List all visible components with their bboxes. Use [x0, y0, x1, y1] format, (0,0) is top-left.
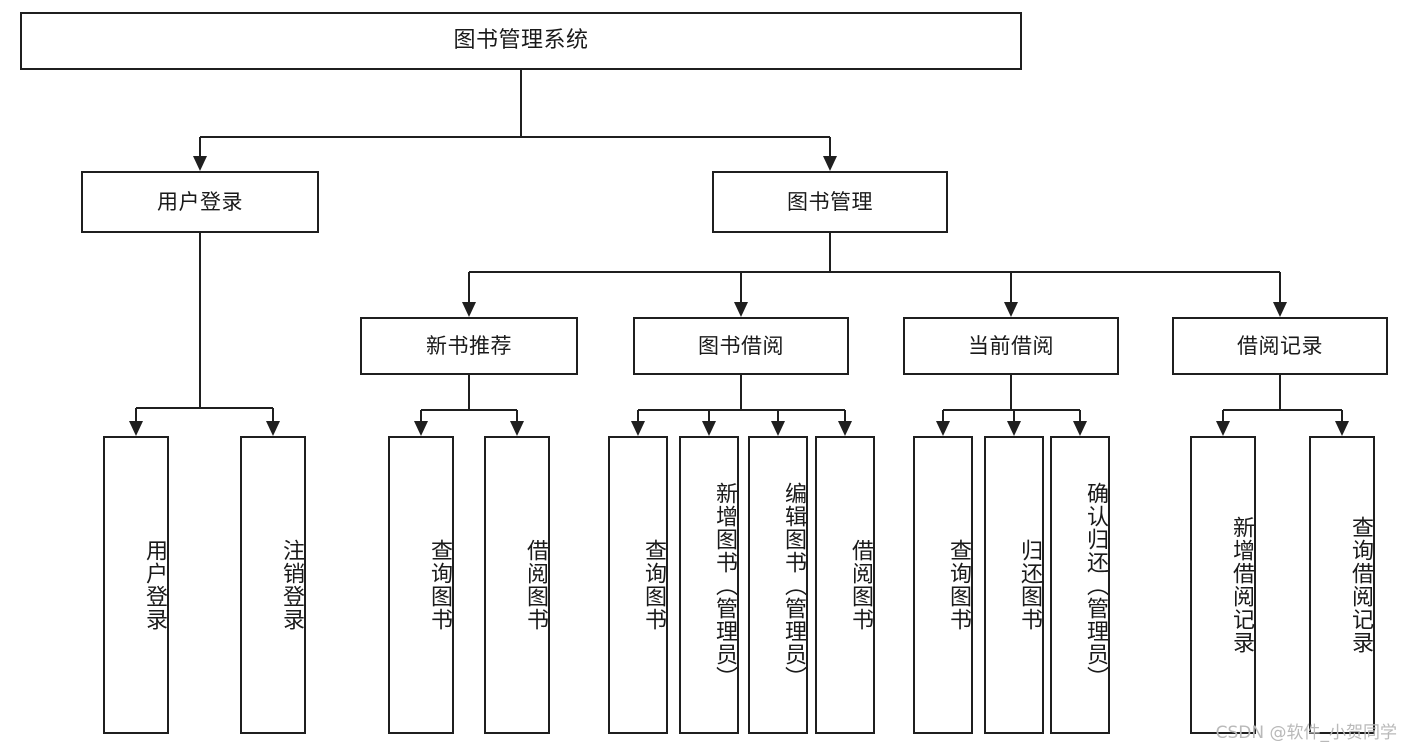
connector-stem: [829, 233, 831, 272]
node-leaf-bb-borrow-book[interactable]: 借阅图书: [815, 436, 875, 734]
arrow-head-icon: [631, 421, 645, 436]
node-label: 新增图书（管理员）: [712, 481, 737, 689]
connector-drop: [199, 137, 201, 157]
connector-drop: [708, 410, 710, 422]
node-book-borrow[interactable]: 图书借阅: [633, 317, 849, 375]
node-label: 查询图书: [641, 539, 666, 631]
arrow-head-icon: [129, 421, 143, 436]
node-book-manage[interactable]: 图书管理: [712, 171, 948, 233]
node-current-borrow[interactable]: 当前借阅: [903, 317, 1119, 375]
connector-bus: [136, 407, 273, 409]
node-leaf-user-login[interactable]: 用户登录: [103, 436, 169, 734]
csdn-watermark: CSDN @软件_小贺同学: [1215, 723, 1397, 743]
node-user-login[interactable]: 用户登录: [81, 171, 319, 233]
arrow-head-icon: [838, 421, 852, 436]
node-leaf-bb-add-book[interactable]: 新增图书（管理员）: [679, 436, 739, 734]
arrow-head-icon: [823, 156, 837, 171]
connector-drop: [1279, 272, 1281, 303]
arrow-head-icon: [414, 421, 428, 436]
arrow-head-icon: [702, 421, 716, 436]
node-label: 查询图书: [427, 539, 452, 631]
connector-drop: [135, 408, 137, 422]
node-label: 编辑图书（管理员）: [781, 481, 806, 689]
node-leaf-cb-confirm[interactable]: 确认归还（管理员）: [1050, 436, 1110, 734]
node-label: 新增借阅记录: [1229, 516, 1254, 654]
connector-drop: [740, 272, 742, 303]
node-leaf-logout[interactable]: 注销登录: [240, 436, 306, 734]
arrow-head-icon: [193, 156, 207, 171]
node-label: 查询借阅记录: [1348, 516, 1373, 654]
connector-drop: [1341, 410, 1343, 422]
node-label: 图书管理: [787, 189, 873, 214]
node-label: 用户登录: [157, 189, 243, 214]
arrow-head-icon: [1073, 421, 1087, 436]
connector-bus: [200, 136, 830, 138]
connector-drop: [468, 272, 470, 303]
connector-drop: [516, 410, 518, 422]
node-label: 归还图书: [1017, 539, 1042, 631]
node-label: 新书推荐: [426, 333, 512, 358]
arrow-head-icon: [1004, 302, 1018, 317]
node-leaf-rec-query-book[interactable]: 查询图书: [388, 436, 454, 734]
connector-drop: [1079, 410, 1081, 422]
connector-drop: [420, 410, 422, 422]
arrow-head-icon: [1273, 302, 1287, 317]
arrow-head-icon: [936, 421, 950, 436]
arrow-head-icon: [771, 421, 785, 436]
connector-drop: [777, 410, 779, 422]
connector-stem: [1279, 375, 1281, 410]
connector-stem: [520, 70, 522, 137]
connector-bus: [1223, 409, 1342, 411]
node-leaf-br-query-record[interactable]: 查询借阅记录: [1309, 436, 1375, 734]
node-label: 确认归还（管理员）: [1083, 481, 1108, 689]
connector-drop: [942, 410, 944, 422]
arrow-head-icon: [734, 302, 748, 317]
node-leaf-br-add-record[interactable]: 新增借阅记录: [1190, 436, 1256, 734]
node-label: 查询图书: [946, 539, 971, 631]
node-label: 用户登录: [142, 539, 167, 631]
connector-stem: [468, 375, 470, 410]
arrow-head-icon: [510, 421, 524, 436]
connector-stem: [1010, 375, 1012, 410]
arrow-head-icon: [1335, 421, 1349, 436]
node-label: 图书借阅: [698, 333, 784, 358]
node-label: 图书管理系统: [453, 28, 589, 54]
node-borrow-record[interactable]: 借阅记录: [1172, 317, 1388, 375]
connector-drop: [1222, 410, 1224, 422]
connector-drop: [637, 410, 639, 422]
node-leaf-cb-return-book[interactable]: 归还图书: [984, 436, 1044, 734]
node-leaf-bb-query-book[interactable]: 查询图书: [608, 436, 668, 734]
connector-stem: [740, 375, 742, 410]
node-root[interactable]: 图书管理系统: [20, 12, 1022, 70]
arrow-head-icon: [1007, 421, 1021, 436]
connector-bus: [469, 271, 1280, 273]
node-leaf-rec-borrow-book[interactable]: 借阅图书: [484, 436, 550, 734]
node-leaf-bb-edit-book[interactable]: 编辑图书（管理员）: [748, 436, 808, 734]
node-label: 当前借阅: [968, 333, 1054, 358]
connector-bus: [943, 409, 1080, 411]
node-label: 借阅图书: [523, 539, 548, 631]
node-label: 注销登录: [279, 539, 304, 631]
node-leaf-cb-query-book[interactable]: 查询图书: [913, 436, 973, 734]
arrow-head-icon: [266, 421, 280, 436]
connector-drop: [829, 137, 831, 157]
connector-bus: [638, 409, 845, 411]
node-new-book-rec[interactable]: 新书推荐: [360, 317, 578, 375]
arrow-head-icon: [1216, 421, 1230, 436]
connector-bus: [421, 409, 517, 411]
connector-drop: [272, 408, 274, 422]
node-label: 借阅记录: [1237, 333, 1323, 358]
connector-drop: [844, 410, 846, 422]
arrow-head-icon: [462, 302, 476, 317]
node-label: 借阅图书: [848, 539, 873, 631]
connector-stem: [199, 233, 201, 408]
connector-drop: [1010, 272, 1012, 303]
connector-drop: [1013, 410, 1015, 422]
